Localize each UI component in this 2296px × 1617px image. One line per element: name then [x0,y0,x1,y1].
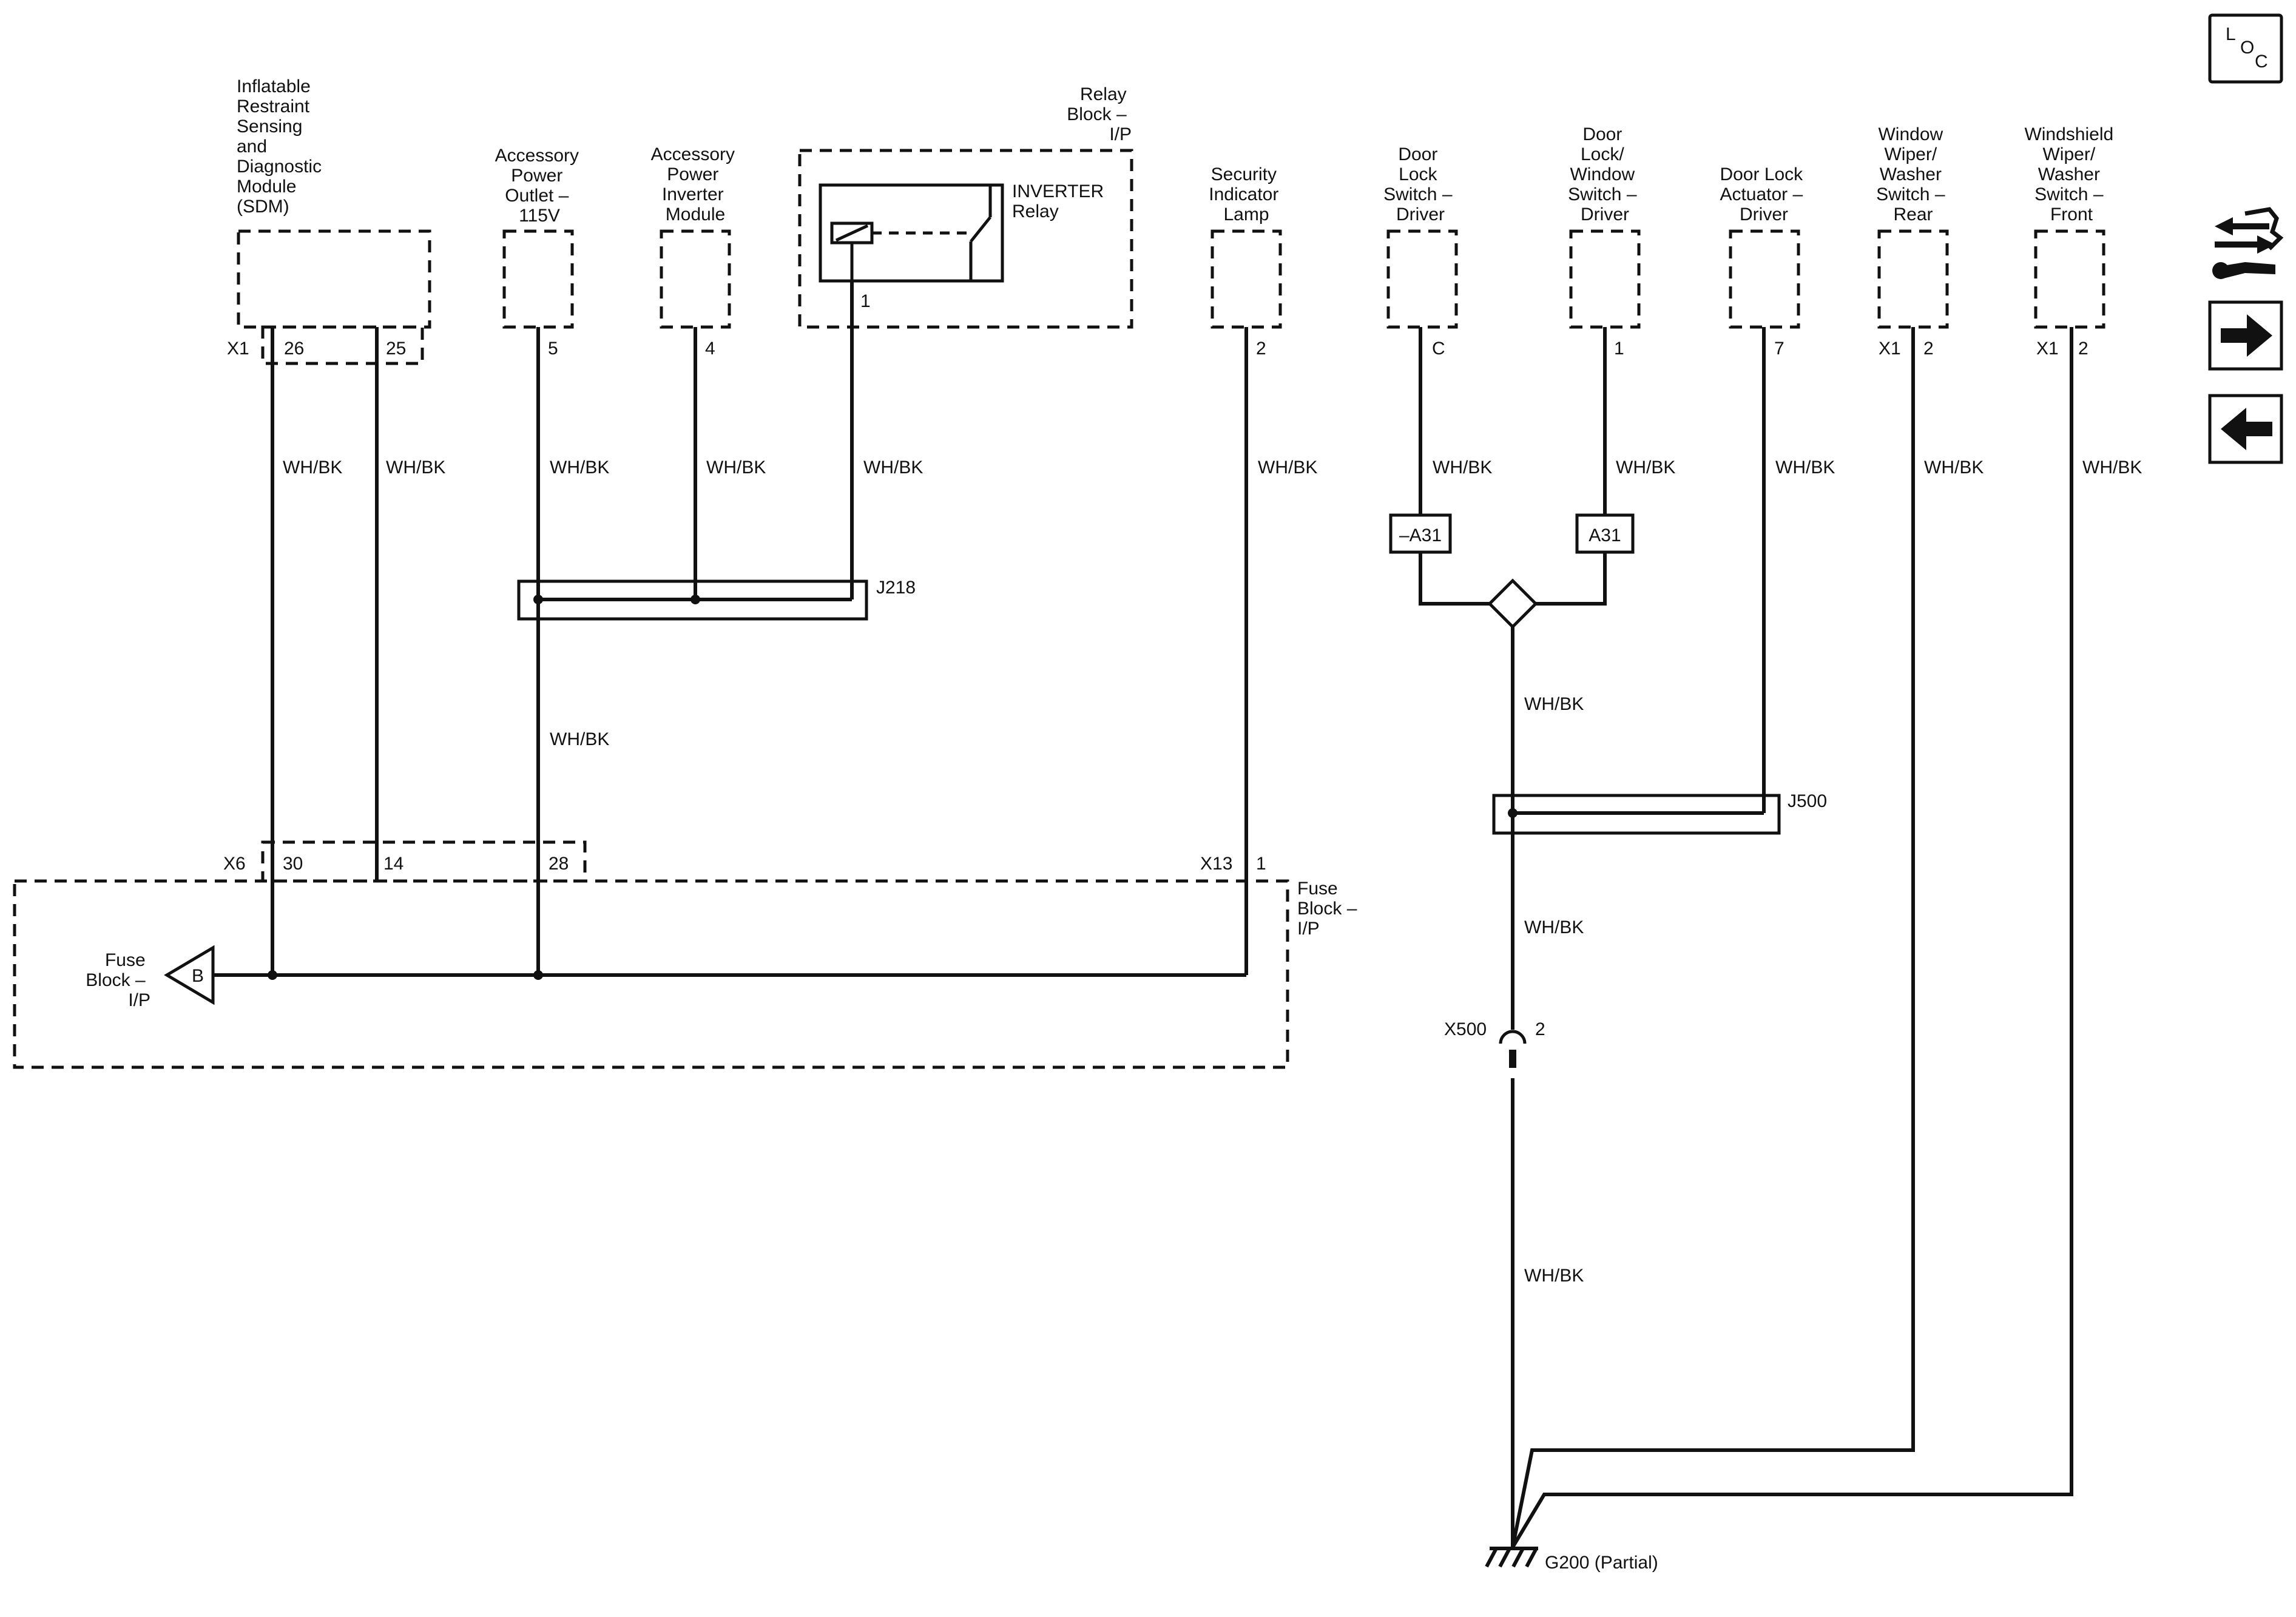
wire-color-sdm-25: WH/BK [386,457,445,478]
option-diamond [1487,578,1538,629]
accessory-power-outlet-label: Accessory Power Outlet – 115V [495,146,584,226]
wire-color-inverter: WH/BK [706,457,766,478]
door-lock-actuator-pin: 7 [1774,339,1784,359]
ground-label: G200 (Partial) [1545,1553,1658,1573]
wire-color-j500: WH/BK [1524,917,1584,937]
wiper-front-pin: 2 [2078,339,2088,359]
inverter-module-box [660,229,731,329]
door-lock-window-switch-box [1569,229,1641,329]
fuse-reference-arrow-icon[interactable] [164,945,215,1005]
wire-color-j218: WH/BK [550,729,609,749]
sdm-pin-26: 26 [284,339,304,359]
door-lock-switch-label: Door Lock Switch – Driver [1383,144,1457,224]
next-page-button[interactable] [2208,300,2283,371]
wire-color-labels: WH/BK WH/BK WH/BK WH/BK WH/BK WH/BK WH/B… [283,457,2142,1286]
previous-page-button[interactable] [2208,394,2283,464]
wire-color-diamond: WH/BK [1524,694,1584,714]
locator-button[interactable]: L O C [2208,13,2283,84]
connector-tool-icon [2212,207,2284,279]
fuse-node-28 [533,970,543,980]
door-lock-switch-box [1386,229,1458,329]
x500-connector [1499,1030,1527,1068]
fuse-pin-28: 28 [549,854,569,874]
j500-splice-pack [1492,794,1781,835]
inverter-relay-label: INVERTER Relay [1012,181,1109,221]
arrow-right-icon [2221,314,2272,357]
arrow-left-icon [2221,408,2272,450]
wire-color-lamp: WH/BK [1258,457,1317,478]
fuse-block-box [13,879,1289,1069]
wiper-front-connector-id: X1 [2036,339,2059,359]
locator-letter-c: C [2255,52,2268,72]
fuse-pin-1: 1 [1256,854,1266,874]
locator-letter-o: O [2240,38,2254,58]
j218-label: J218 [876,578,916,598]
sdm-box [237,229,431,329]
outlet-pin: 5 [548,339,558,359]
wire-color-sdm-26: WH/BK [283,457,342,478]
fuse-connector-x6: X6 [223,854,246,874]
inverter-module-pin: 4 [705,339,715,359]
option-a31: A31 [1589,525,1621,545]
connector-view-button[interactable] [2212,207,2284,279]
option-a31-box [1575,513,1635,554]
security-lamp-box [1210,229,1282,329]
door-lock-actuator-label: Door Lock Actuator – Driver [1720,164,1808,224]
wire-color-relay: WH/BK [863,457,923,478]
wire-color-outlet: WH/BK [550,457,609,478]
fuse-pin-30: 30 [283,854,303,874]
relay-pin: 1 [860,291,871,311]
wire-color-door-window-switch: WH/BK [1616,457,1675,478]
sdm-connector-id: X1 [227,339,249,359]
j218-splice-pack [517,579,868,621]
x500-pin: 2 [1535,1019,1545,1039]
j218-node-outlet [533,595,543,604]
fuse-reference-letter: B [192,966,204,986]
wiper-front-box [2034,229,2105,329]
j500-node [1508,808,1518,818]
wiper-rear-connector-id: X1 [1879,339,1901,359]
security-lamp-label: Security Indicator Lamp [1209,164,1283,224]
wiper-front-label: Windshield Wiper/ Washer Switch – Front [2024,124,2118,224]
door-lock-window-switch-pin: 1 [1614,339,1624,359]
wire-color-wiper-front: WH/BK [2082,457,2142,478]
sdm-label: Inflatable Restraint Sensing and Diagnos… [237,76,326,217]
wire-color-door-switch: WH/BK [1433,457,1492,478]
sdm-pin-25: 25 [386,339,406,359]
inverter-module-label: Accessory Power Inverter Module [651,144,740,224]
wire-color-wiper-rear: WH/BK [1924,457,1984,478]
relay-block-label: Relay Block – I/P [1067,84,1132,144]
relay-symbol [819,183,1004,283]
fuse-node-30 [268,970,277,980]
relay-block-box [798,149,1133,329]
j500-label: J500 [1788,791,1827,811]
option-not-a31: –A31 [1399,525,1442,545]
x500-label: X500 [1444,1019,1487,1039]
wiper-rear-box [1877,229,1949,329]
fuse-pin-14: 14 [383,854,403,874]
fuse-block-title: Fuse Block – I/P [1297,879,1362,939]
wires [271,281,2073,1548]
wiper-rear-pin: 2 [1923,339,1934,359]
door-lock-window-switch-label: Door Lock/ Window Switch – Driver [1568,124,1642,224]
door-lock-actuator-box [1729,229,1800,329]
outlet-box [502,229,574,329]
wiper-rear-label: Window Wiper/ Washer Switch – Rear [1876,124,1950,224]
security-lamp-pin: 2 [1256,339,1266,359]
wire-color-actuator: WH/BK [1775,457,1835,478]
option-not-a31-box [1389,513,1452,554]
ground-symbol-icon [1485,1547,1538,1568]
locator-letter-l: L [2226,24,2236,44]
j218-node-inverter [690,595,700,604]
fuse-block-reference-label: Fuse Block – I/P [86,950,150,1010]
wire-color-ground: WH/BK [1524,1266,1584,1286]
door-lock-switch-pin: C [1432,339,1445,359]
fuse-connector-x13: X13 [1200,854,1232,874]
